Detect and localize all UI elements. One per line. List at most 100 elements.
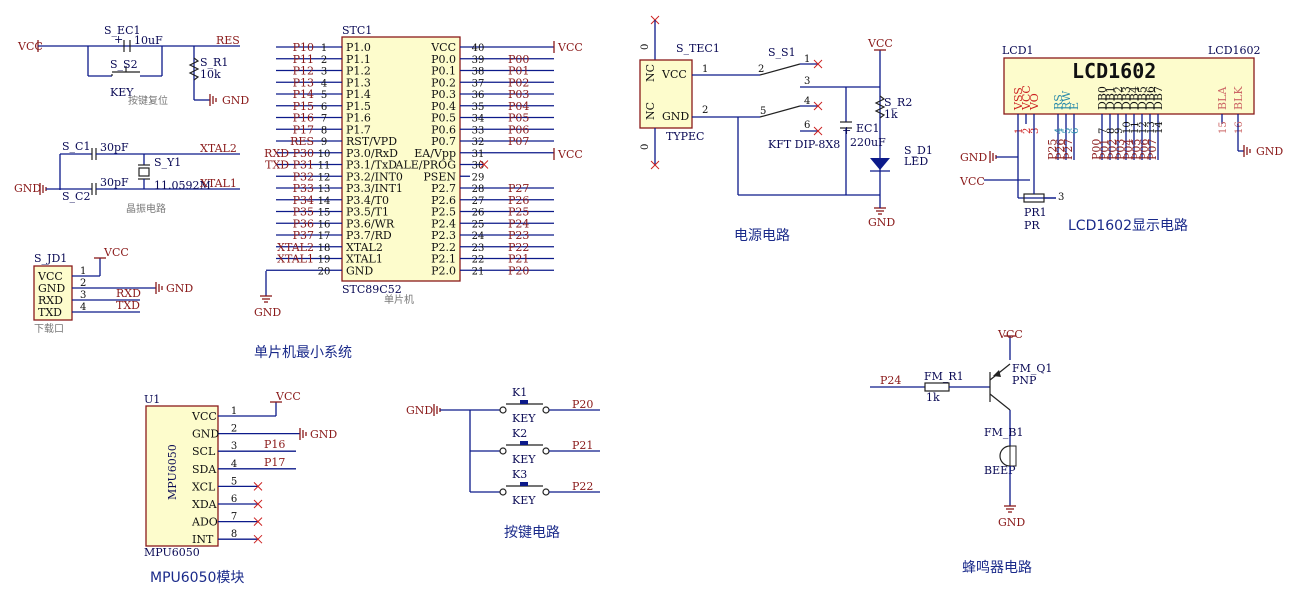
- port-pin: TXD: [38, 306, 62, 319]
- mcu-pin-name: P2.6: [431, 194, 456, 207]
- key-net: P21: [572, 439, 593, 452]
- mpu-pin-number: 5: [231, 476, 237, 487]
- lcd-pin-number: 16: [1234, 121, 1245, 134]
- mcu-pin-name: P3.5/T1: [346, 206, 389, 219]
- reset-circuit: VCC + S_EC1 10uF S_S2 KEY 按键复位 S_R1 10k …: [17, 24, 249, 107]
- lcd-pin-number: 10: [1122, 121, 1133, 134]
- lcd-pin-name: E: [1068, 102, 1081, 110]
- mpu-pin-number: 8: [231, 529, 237, 540]
- mpu-title: MPU6050模块: [150, 570, 244, 586]
- mcu-part: STC89C52: [342, 283, 402, 296]
- mcu-pin-name: XTAL1: [346, 253, 383, 266]
- lcd-section-title: LCD1602显示电路: [1068, 218, 1188, 234]
- mcu-pin-name: P3.7/RD: [346, 229, 392, 242]
- mcu-pin-net: P32: [293, 170, 314, 183]
- pin-number: 4: [804, 96, 810, 107]
- key-value: KEY: [512, 494, 536, 507]
- mcu-pin-number: 13: [318, 184, 331, 195]
- mcu-pin-name: P1.2: [346, 65, 371, 78]
- port-note: 下载口: [34, 323, 64, 335]
- lcd-pin-net: P04: [1122, 139, 1135, 160]
- lcd-pin-name: DB4: [1128, 86, 1141, 110]
- mcu-pin-name: P0.2: [431, 76, 456, 89]
- mcu-pin-net: P03: [508, 88, 529, 101]
- lcd-ref: LCD1: [1002, 44, 1034, 57]
- pin-number: 5: [760, 106, 766, 117]
- usb-gnd-pin: GND: [662, 110, 689, 123]
- mcu-pin-name: P1.0: [346, 41, 371, 54]
- mcu-pin-number: 15: [318, 208, 331, 219]
- pin-number: 3: [804, 76, 810, 87]
- mcu-pin-number: 4: [321, 78, 327, 89]
- mcu-pin-name: P0.1: [431, 65, 456, 78]
- lcd-pin-name: RS: [1052, 94, 1065, 110]
- mcu-pin-number: 34: [472, 114, 485, 125]
- lcd-title: LCD1602: [1072, 59, 1156, 83]
- mcu-pin-name: P0.4: [431, 100, 456, 113]
- mcu-pin-name: P2.4: [431, 217, 456, 230]
- mpu-pin-number: 6: [231, 494, 237, 505]
- lcd-vcc: VCC: [959, 175, 985, 188]
- mcu-pin-number: 33: [472, 125, 485, 136]
- mcu-pin-name: GND: [346, 264, 373, 277]
- port-gnd: GND: [166, 282, 193, 295]
- crystal-gnd: GND: [14, 182, 41, 195]
- mcu-block: STC1 STC89C52 单片机 P1.01P10P1.12P11P1.23P…: [254, 24, 583, 319]
- mcu-pin-net: P14: [293, 88, 314, 101]
- mcu-pin-name: P3.3/INT1: [346, 182, 403, 195]
- mcu-title: 单片机最小系统: [254, 345, 352, 361]
- mcu-pin-name: P2.1: [431, 253, 456, 266]
- key-contact: [542, 447, 550, 455]
- mcu-pin-net: P01: [508, 65, 529, 78]
- nc-label: NC: [644, 64, 657, 82]
- mcu-pin-number: 1: [321, 43, 327, 54]
- key-net: P22: [572, 480, 593, 493]
- mcu-pin-number: 23: [472, 243, 485, 254]
- mcu-pin-number: 40: [472, 43, 485, 54]
- lcd-pin-net: P25: [1046, 139, 1059, 160]
- lcd-pin-number: 13: [1146, 121, 1157, 134]
- mcu-pin-net: P16: [293, 112, 314, 125]
- mcu-pin-number: 22: [472, 255, 485, 266]
- key-contact: [542, 488, 550, 496]
- mcu-body: [341, 36, 461, 282]
- mcu-pin-net: P20: [508, 264, 529, 277]
- beeper-ref: FM_B1: [984, 426, 1023, 439]
- mcu-pin-net: P15: [293, 100, 314, 113]
- plus-mark: +: [114, 33, 123, 46]
- key-contact: [542, 406, 550, 414]
- lcd-pin-name: DB6: [1144, 86, 1157, 110]
- mcu-ref: STC1: [342, 24, 372, 37]
- mpu-pin-name: SCL: [192, 445, 216, 458]
- mcu-pin-number: 19: [318, 255, 331, 266]
- mcu-pin-name: P1.6: [346, 112, 371, 125]
- lcd-pin-name: DB3: [1120, 86, 1133, 110]
- ea-vcc: VCC: [557, 148, 583, 161]
- buzzer-circuit: VCC P24 FM_R1 1k FM_Q1 PNP FM_B1 BEEP GN…: [870, 328, 1052, 576]
- led-value: LED: [904, 155, 928, 168]
- mcu-pin-net: P23: [508, 229, 529, 242]
- key-contact: [499, 406, 507, 414]
- port-vcc: VCC: [103, 246, 129, 259]
- lcd-pin-number: 14: [1154, 121, 1165, 134]
- mcu-pin-number: 21: [472, 266, 485, 277]
- beeper-value: BEEP: [984, 464, 1016, 477]
- c2-value: 30pF: [100, 176, 129, 189]
- key-contact: [499, 488, 507, 496]
- buzzer-res-value: 1k: [926, 391, 940, 404]
- buzzer-gnd: GND: [998, 516, 1025, 529]
- mcu-pin-name: P1.4: [346, 88, 371, 101]
- lcd-pin-number: 4: [1054, 128, 1065, 134]
- pin-number: 3: [1058, 192, 1064, 203]
- no-connect-mark: [479, 160, 489, 169]
- plus-mark: +: [842, 124, 851, 137]
- mcu-pin-number: 29: [472, 172, 485, 183]
- lcd-pin-number: 5: [1062, 128, 1073, 134]
- mpu-gnd: GND: [310, 428, 337, 441]
- buzzer-res-ref: FM_R1: [924, 370, 964, 383]
- mcu-pin-name: P2.2: [431, 241, 456, 254]
- pot-value: PR: [1024, 219, 1040, 232]
